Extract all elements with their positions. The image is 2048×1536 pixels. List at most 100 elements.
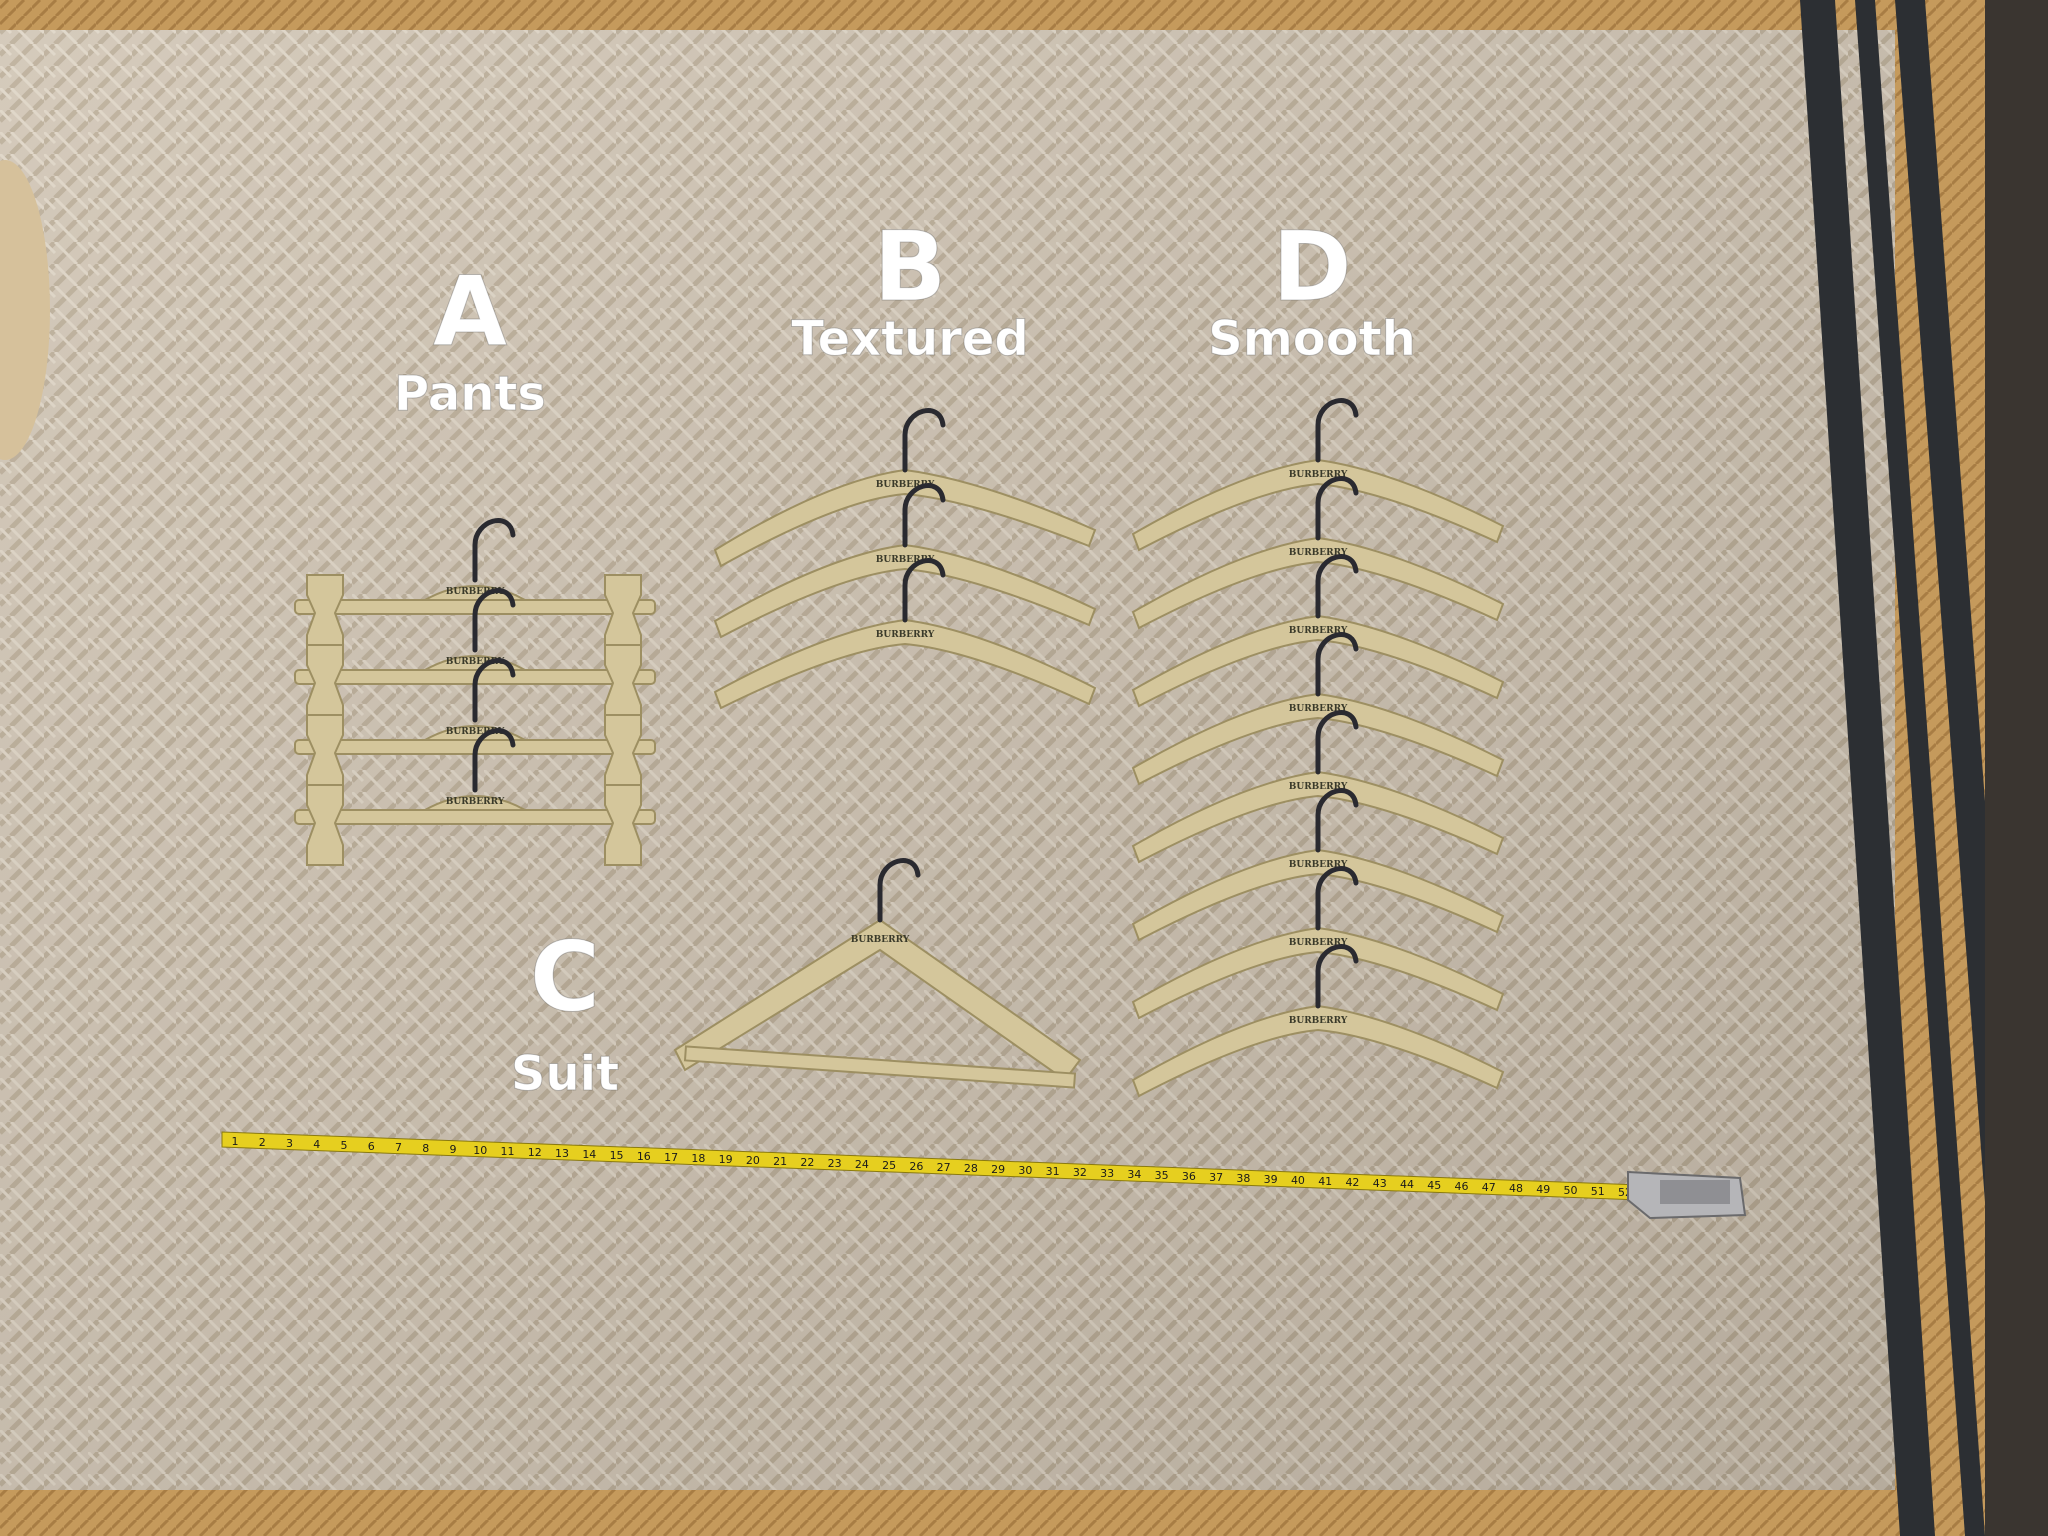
tape-tick-label: 49: [1536, 1183, 1550, 1196]
coat-hanger: BURBERRY: [713, 408, 1097, 568]
tape-tick-label: 32: [1073, 1166, 1087, 1179]
tape-tick-label: 43: [1373, 1177, 1387, 1190]
tape-tick-label: 13: [555, 1147, 569, 1160]
brand-text: BURBERRY: [1289, 704, 1348, 714]
tape-tick-label: 7: [395, 1141, 402, 1154]
tape-tick-label: 10: [473, 1144, 487, 1157]
brand-text: BURBERRY: [1289, 860, 1348, 870]
tape-tick-label: 35: [1155, 1169, 1169, 1182]
coat-hanger: BURBERRY: [1131, 710, 1505, 864]
clip: [306, 784, 344, 866]
clip: [604, 784, 642, 866]
tape-tick-label: 29: [991, 1163, 1005, 1176]
hook-icon: [902, 558, 946, 623]
brand-text: BURBERRY: [876, 555, 935, 565]
brand-text: BURBERRY: [446, 657, 505, 667]
group-label-letter: A: [433, 256, 507, 368]
coat-hanger: BURBERRY: [1131, 398, 1505, 552]
hook-icon: [1315, 476, 1359, 541]
brand-text: BURBERRY: [1289, 938, 1348, 948]
hook-icon: [877, 858, 921, 923]
tape-tick-label: 4: [313, 1138, 320, 1151]
tape-tick-label: 19: [719, 1153, 733, 1166]
brand-text: BURBERRY: [1289, 470, 1348, 480]
tape-tick-label: 27: [937, 1161, 951, 1174]
hangers: BURBERRYBURBERRYBURBERRYBURBERRYBURBERRY…: [294, 398, 1505, 1098]
coat-hanger: BURBERRY: [1131, 554, 1505, 708]
brand-text: BURBERRY: [876, 480, 935, 490]
tape-tick-label: 26: [909, 1160, 923, 1173]
tape-tick-label: 36: [1182, 1170, 1196, 1183]
hook-icon: [1315, 710, 1359, 775]
tape-tick-label: 37: [1209, 1171, 1223, 1184]
hook-icon: [902, 483, 946, 548]
tape-tick-label: 16: [637, 1150, 651, 1163]
pants-hanger: BURBERRY: [294, 728, 656, 866]
tape-tick-label: 2: [259, 1136, 266, 1149]
tape-tick-label: 40: [1291, 1174, 1305, 1187]
tape-tick-label: 18: [691, 1152, 705, 1165]
tape-tick-label: 12: [528, 1146, 542, 1159]
brand-text: BURBERRY: [1289, 1016, 1348, 1026]
pants-hanger: BURBERRY: [294, 658, 656, 796]
tape-tick-label: 20: [746, 1154, 760, 1167]
tape-tick-label: 28: [964, 1162, 978, 1175]
tape-tick-label: 51: [1591, 1185, 1605, 1198]
coat-hanger: BURBERRY: [1131, 866, 1505, 1020]
hook-icon: [902, 408, 946, 473]
tape-tick-label: 46: [1454, 1180, 1468, 1193]
hook-icon: [1315, 866, 1359, 931]
tape-tick-label: 1: [232, 1135, 239, 1148]
coat-hanger: BURBERRY: [1131, 944, 1505, 1098]
tape-tick-label: 38: [1236, 1172, 1250, 1185]
striped-border: [1800, 0, 2048, 1536]
tape-tick-label: 17: [664, 1151, 678, 1164]
hook-icon: [1315, 398, 1359, 463]
tape-tick-label: 50: [1563, 1184, 1577, 1197]
tape-tick-label: 8: [422, 1142, 429, 1155]
tape-tick-label: 24: [855, 1158, 869, 1171]
tape-tick-label: 42: [1345, 1176, 1359, 1189]
coat-hanger: BURBERRY: [1131, 632, 1505, 786]
tape-tick-label: 39: [1264, 1173, 1278, 1186]
group-label-name: Pants: [394, 366, 546, 422]
tape-tick-label: 48: [1509, 1182, 1523, 1195]
group-label-letter: C: [530, 921, 600, 1033]
tape-tick-label: 6: [368, 1140, 375, 1153]
coat-hanger: BURBERRY: [713, 483, 1097, 639]
tape-tick-label: 21: [773, 1155, 787, 1168]
coat-hanger: BURBERRY: [1131, 476, 1505, 630]
group-label-name: Smooth: [1208, 311, 1416, 367]
tape-tick-label: 44: [1400, 1178, 1414, 1191]
tape-tick-label: 31: [1046, 1165, 1060, 1178]
coat-hanger: BURBERRY: [1131, 788, 1505, 942]
tape-tick-label: 9: [450, 1143, 457, 1156]
tape-tick-label: 41: [1318, 1175, 1332, 1188]
brand-text: BURBERRY: [446, 797, 505, 807]
suit-hanger: BURBERRY: [673, 858, 1082, 1089]
hook-icon: [1315, 554, 1359, 619]
tape-tick-label: 11: [501, 1145, 515, 1158]
tape-tick-label: 33: [1100, 1167, 1114, 1180]
tape-tick-label: 22: [800, 1156, 814, 1169]
hook-icon: [472, 518, 516, 583]
hook-icon: [1315, 944, 1359, 1009]
cushion: [0, 160, 50, 460]
brand-text: BURBERRY: [446, 587, 505, 597]
tape-tick-label: 34: [1127, 1168, 1141, 1181]
hook-icon: [472, 588, 516, 653]
tape-tick-label: 15: [610, 1149, 624, 1162]
brand-text: BURBERRY: [876, 630, 935, 640]
group-label-name: Suit: [511, 1046, 619, 1102]
hook-icon: [472, 728, 516, 793]
brand-text: BURBERRY: [1289, 782, 1348, 792]
brand-text: BURBERRY: [1289, 548, 1348, 558]
tape-tick-label: 30: [1018, 1164, 1032, 1177]
tape-tick-label: 3: [286, 1137, 293, 1150]
hook-icon: [472, 658, 516, 723]
hook-icon: [1315, 788, 1359, 853]
tape-tick-label: 25: [882, 1159, 896, 1172]
tape-tick-label: 47: [1482, 1181, 1496, 1194]
